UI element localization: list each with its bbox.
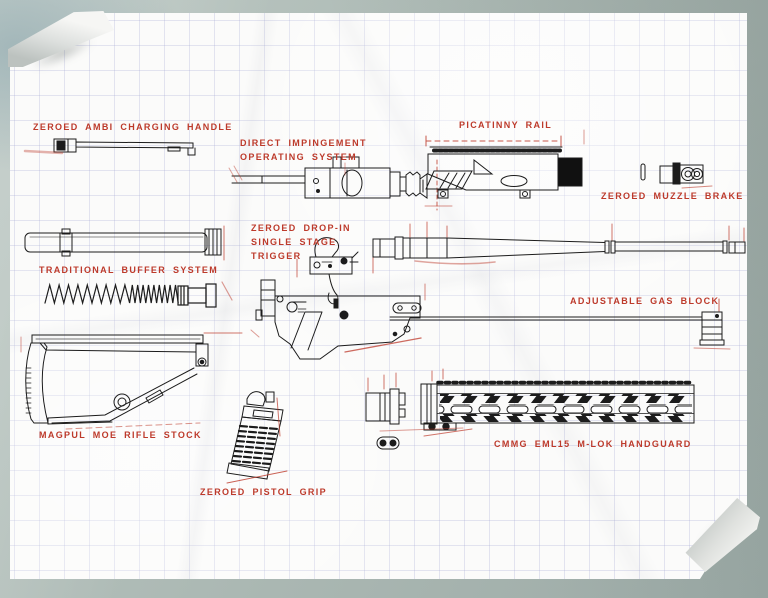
label-rifle-stock: MAGPUL MOE RIFLE STOCK <box>39 430 202 440</box>
label-muzzle-brake: ZEROED MUZZLE BRAKE <box>601 191 744 201</box>
label-buffer-system: TRADITIONAL BUFFER SYSTEM <box>39 265 219 275</box>
label-operating-system: DIRECT IMPINGEMENT OPERATING SYSTEM <box>240 136 367 164</box>
label-handguard: CMMG EML15 M-LOK HANDGUARD <box>494 439 692 449</box>
label-trigger-line2: SINGLE STAGE <box>251 237 337 247</box>
label-charging-handle: ZEROED AMBI CHARGING HANDLE <box>33 122 233 132</box>
label-operating-system-line2: OPERATING SYSTEM <box>240 152 357 162</box>
label-picatinny-rail: PICATINNY RAIL <box>459 120 553 130</box>
label-trigger: ZEROED DROP-IN SINGLE STAGE TRIGGER <box>251 221 351 263</box>
label-pistol-grip: ZEROED PISTOL GRIP <box>200 487 327 497</box>
label-trigger-line1: ZEROED DROP-IN <box>251 223 351 233</box>
label-operating-system-line1: DIRECT IMPINGEMENT <box>240 138 367 148</box>
label-trigger-line3: TRIGGER <box>251 251 302 261</box>
label-gas-block: ADJUSTABLE GAS BLOCK <box>570 296 720 306</box>
